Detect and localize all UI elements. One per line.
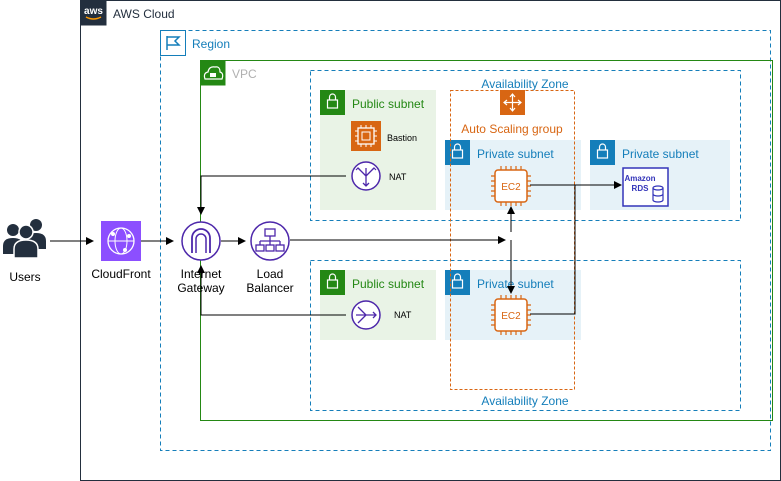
internet-gateway-icon <box>181 221 221 261</box>
connectors <box>50 175 622 316</box>
svg-text:Private subnet: Private subnet <box>622 147 699 161</box>
availability-zone-top: Availability Zone <box>310 70 741 221</box>
amazon-rds-icon: Amazon RDS <box>622 167 669 207</box>
vpc-title: VPC <box>232 67 257 81</box>
availability-zone-bottom: Availability Zone <box>310 260 741 411</box>
load-balancer-icon <box>250 221 290 261</box>
lb-label-line2: Balancer <box>246 281 293 295</box>
region-title: Region <box>192 37 230 51</box>
edge-ec2-bottom-rds <box>530 185 576 315</box>
bastion-label: Bastion <box>387 133 417 143</box>
svg-text:EC2: EC2 <box>501 182 521 193</box>
flag-icon <box>160 30 186 56</box>
svg-text:Auto Scaling group: Auto Scaling group <box>461 122 563 136</box>
svg-text:Private subnet: Private subnet <box>477 277 554 291</box>
igw-label-line2: Gateway <box>177 281 224 295</box>
nat-bottom-label: NAT <box>394 310 412 320</box>
svg-text:Amazon: Amazon <box>624 174 655 183</box>
lb-label-line1: Load <box>257 267 284 281</box>
cloudfront-icon <box>101 221 141 261</box>
svg-text:Availability Zone: Availability Zone <box>481 394 568 408</box>
aws-logo-icon: aws <box>80 0 107 26</box>
bastion-icon <box>351 121 381 151</box>
svg-text:Private subnet: Private subnet <box>477 147 554 161</box>
users-icon <box>3 219 46 259</box>
ec2-instance-icon: EC2 <box>491 295 531 335</box>
auto-scaling-group: Auto Scaling group <box>450 90 575 390</box>
svg-text:Public subnet: Public subnet <box>352 277 425 291</box>
edge-nat-top-igw <box>197 175 346 215</box>
svg-text:Availability Zone: Availability Zone <box>481 77 568 91</box>
auto-scaling-icon <box>500 90 525 115</box>
users-label: Users <box>9 270 40 284</box>
nat-gateway-icon <box>351 300 381 330</box>
nat-top-label: NAT <box>389 172 407 182</box>
edge-nat-bottom-igw <box>197 265 346 316</box>
igw-label-line1: Internet <box>181 267 222 281</box>
ec2-instance-icon: EC2 <box>491 166 531 206</box>
svg-text:aws: aws <box>84 6 103 17</box>
svg-text:RDS: RDS <box>632 184 650 193</box>
svg-text:Public subnet: Public subnet <box>352 97 425 111</box>
public-subnet-bottom: Public subnet <box>320 270 436 340</box>
svg-text:EC2: EC2 <box>501 311 521 322</box>
nat-gateway-icon <box>351 161 381 191</box>
aws-cloud-title: AWS Cloud <box>113 7 175 21</box>
cloudfront-label: CloudFront <box>91 267 151 281</box>
vpc-cloud-lock-icon <box>200 60 226 86</box>
